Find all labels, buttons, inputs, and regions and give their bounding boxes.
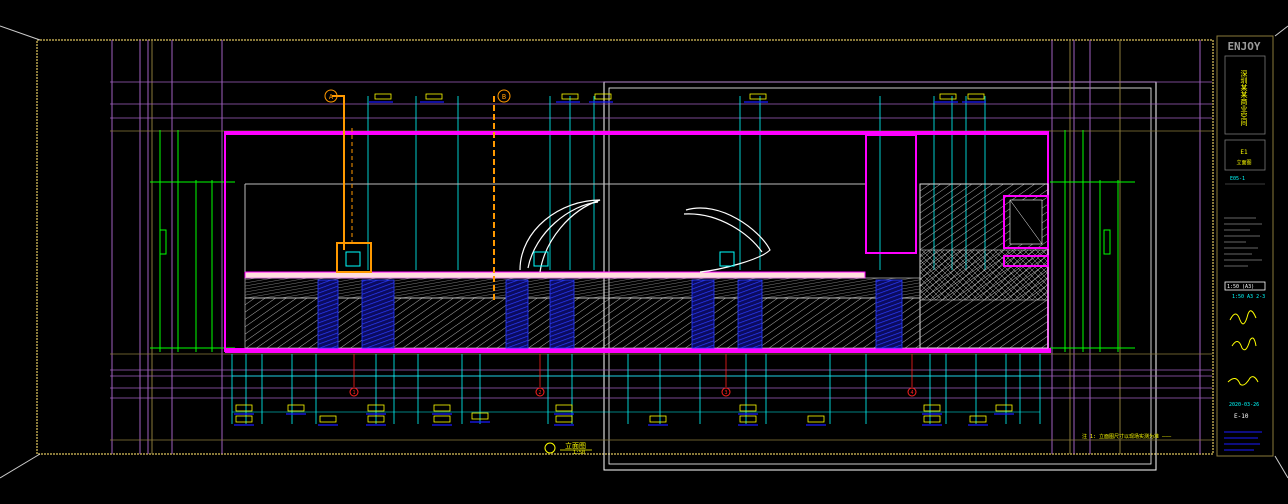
tag-box	[319, 415, 337, 423]
tag-box	[649, 415, 667, 423]
tag-box	[425, 93, 443, 100]
scale-label: 1:50 A3 2-3	[1232, 294, 1265, 300]
cyan-leader-lines	[231, 96, 1041, 424]
top-marker-b: B	[502, 93, 506, 101]
tag-box	[287, 404, 305, 412]
pillar	[875, 279, 903, 349]
sheet-code: E1	[1240, 149, 1248, 156]
grid-bubble-label: 2	[538, 390, 541, 396]
grid-bubbles: 1 2 3 4	[349, 354, 917, 397]
grid-bubble	[535, 387, 545, 397]
tag-box	[939, 93, 957, 100]
top-section-markers: A B	[324, 89, 511, 103]
counter-fixtures	[336, 242, 735, 273]
scale-top: E05-1	[1230, 176, 1245, 182]
tag-box	[367, 415, 385, 423]
orange-pipes	[332, 95, 495, 300]
decorative-curves	[519, 199, 771, 273]
pillar	[505, 279, 529, 349]
pillar	[737, 279, 763, 349]
tag-box	[235, 404, 253, 412]
sheet-no-box: 1:50 (A3)	[1227, 284, 1254, 290]
right-cabinet-block	[919, 183, 1049, 349]
elevation-title: 立面图	[565, 441, 586, 450]
sheet-frame	[0, 25, 1288, 479]
pillar	[361, 279, 395, 349]
tag-box	[923, 415, 941, 423]
pillar	[549, 279, 575, 349]
sheet-number: E-10	[1234, 413, 1249, 420]
grid-bubble-label: 3	[724, 390, 727, 396]
tag-box	[367, 404, 385, 412]
tag-box	[561, 93, 579, 100]
tag-box	[471, 412, 489, 420]
top-marker-a: A	[329, 93, 334, 101]
tag-box	[749, 93, 767, 100]
grid-bubble	[721, 387, 731, 397]
tag-box	[433, 415, 451, 423]
side-dimension-lines	[150, 130, 1135, 352]
tag-box	[739, 415, 757, 423]
vertical-guide-lines	[111, 40, 1201, 454]
pillar	[691, 279, 715, 349]
grid-bubble-label: 4	[910, 390, 913, 396]
tag-box	[555, 404, 573, 412]
counter-elevation	[244, 183, 921, 349]
signature-mark-b	[1231, 337, 1257, 351]
grid-bubble	[349, 387, 359, 397]
tag-box	[969, 415, 987, 423]
elevation-title-block: 立面图 1:50	[544, 441, 592, 456]
tag-box	[967, 93, 985, 100]
tag-box	[739, 404, 757, 412]
pillar	[317, 279, 339, 349]
bottom-note: 注 1: 立面图尺寸以现场实测为准 ———	[1082, 433, 1172, 440]
tag-box	[594, 93, 612, 100]
tag-box	[923, 404, 941, 412]
grid-bubble-label: 1	[352, 390, 355, 396]
tag-box	[807, 415, 825, 423]
grid-bubble	[907, 387, 917, 397]
blue-pillars	[317, 279, 903, 349]
tag-box	[995, 404, 1013, 412]
tag-box	[555, 415, 573, 423]
horizontal-guide-lines	[110, 81, 1212, 441]
company-logo: ENJOY	[1227, 40, 1260, 53]
elevation-scale: 1:50	[573, 450, 585, 456]
drawing-date: 2020-03-26	[1229, 402, 1259, 408]
signature-mark-a	[1229, 310, 1257, 325]
annotation-tags	[234, 93, 1014, 426]
title-block: ENJOY 深圳某某商业空间 E1 立面图 E05-1 1:50 (A3) 1:…	[1224, 40, 1266, 451]
tag-box	[374, 93, 392, 100]
signature-mark-c	[1227, 376, 1259, 386]
tag-box	[433, 404, 451, 412]
project-name-vertical: 深圳某某商业空间	[1240, 69, 1248, 127]
sheet-subtitle: 立面图	[1236, 159, 1251, 166]
tag-box	[235, 415, 253, 423]
